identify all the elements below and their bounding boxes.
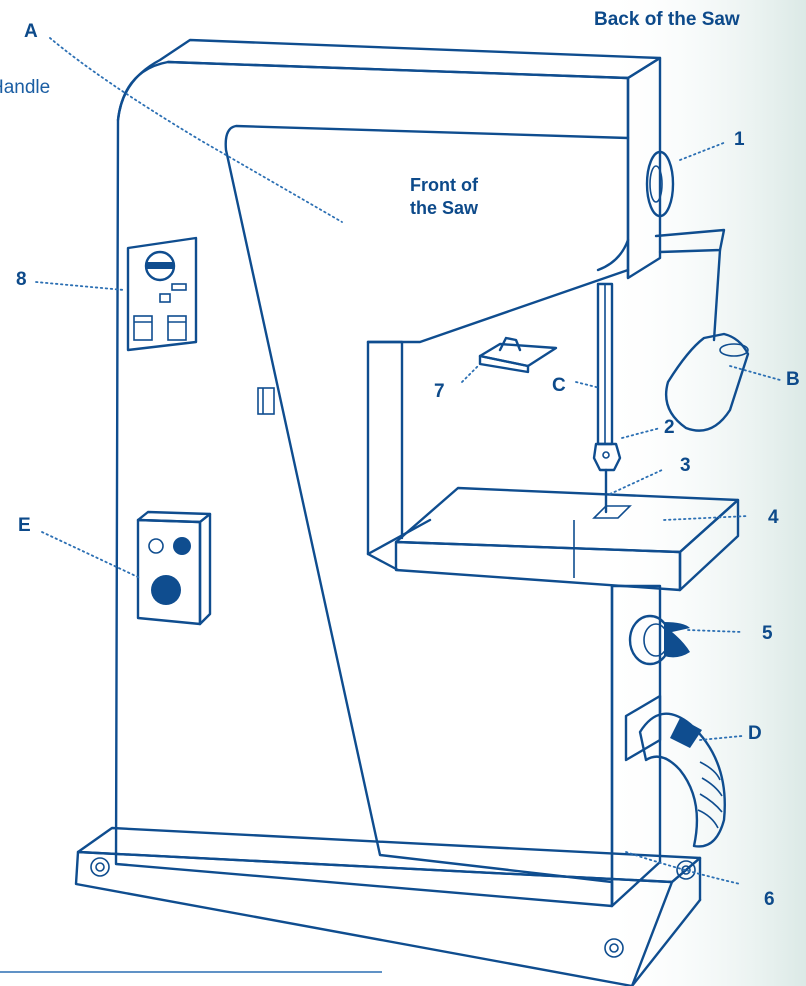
handwheel-knob bbox=[645, 150, 675, 218]
callout-A: A bbox=[24, 21, 38, 42]
front-of-saw-label: Front of the Saw bbox=[410, 174, 478, 219]
callout-7: 7 bbox=[434, 381, 445, 402]
base-plinth bbox=[74, 826, 702, 986]
saw-frame bbox=[114, 38, 662, 908]
front-line-2: the Saw bbox=[410, 197, 479, 218]
callout-6: 6 bbox=[764, 889, 775, 910]
callout-E: E bbox=[18, 515, 31, 536]
work-lamp bbox=[654, 228, 750, 432]
guard-knob bbox=[478, 336, 558, 374]
dust-hose bbox=[624, 694, 726, 848]
leader-lines bbox=[35, 37, 781, 885]
blade-guide bbox=[592, 282, 622, 514]
callout-3: 3 bbox=[680, 455, 691, 476]
handle-label: Handle bbox=[0, 77, 51, 98]
background-tint bbox=[600, 0, 806, 986]
callout-5: 5 bbox=[762, 623, 773, 644]
callout-8: 8 bbox=[16, 269, 27, 290]
saw-table bbox=[394, 486, 740, 592]
callout-4: 4 bbox=[768, 507, 779, 528]
callout-1: 1 bbox=[734, 129, 745, 150]
control-panel bbox=[126, 236, 198, 352]
front-line-1: Front of bbox=[410, 175, 478, 195]
callout-C: C bbox=[552, 375, 566, 396]
callout-B: B bbox=[786, 369, 800, 390]
callout-D: D bbox=[748, 723, 762, 744]
tension-knob bbox=[628, 614, 690, 666]
switch-box bbox=[136, 510, 212, 626]
callout-2: 2 bbox=[664, 417, 675, 438]
back-of-saw-label: Back of the Saw bbox=[594, 9, 740, 30]
